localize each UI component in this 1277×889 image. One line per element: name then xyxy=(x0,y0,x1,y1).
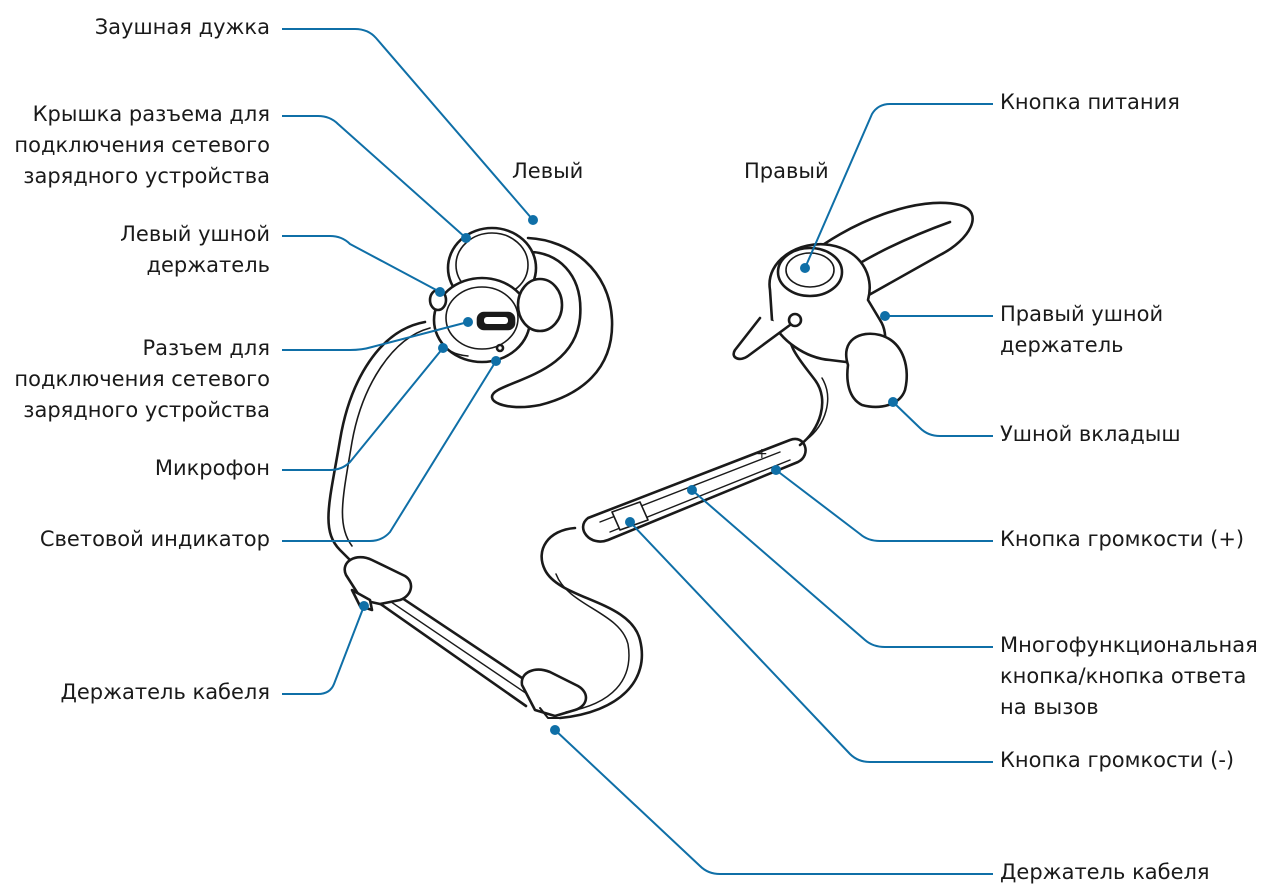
label-power-button: Кнопка питания xyxy=(1000,87,1180,118)
right-side-label: Правый xyxy=(744,156,829,187)
label-left-ear-holder: Левый ушной держатель xyxy=(120,219,270,281)
label-right-ear-holder: Правый ушной держатель xyxy=(1000,299,1163,361)
label-ear-hook: Заушная дужка xyxy=(95,12,270,43)
label-volume-up: Кнопка громкости (+) xyxy=(1000,524,1244,555)
right-ear-tip xyxy=(846,334,907,407)
label-charger-connector: Разъем для подключения сетевого зарядног… xyxy=(14,333,270,426)
label-volume-down: Кнопка громкости (-) xyxy=(1000,745,1234,776)
label-cable-holder-left: Держатель кабеля xyxy=(60,677,270,708)
left-side-label: Левый xyxy=(512,156,583,187)
label-ear-tip: Ушной вкладыш xyxy=(1000,419,1181,450)
label-charger-connector-cover: Крышка разъема для подключения сетевого … xyxy=(14,99,270,192)
left-cable-inner xyxy=(342,328,430,546)
label-indicator-light: Световой индикатор xyxy=(40,524,270,555)
bottom-cable-holder xyxy=(522,670,586,716)
label-multifunction-button: Многофункциональная кнопка/кнопка ответа… xyxy=(1000,630,1258,723)
left-cable xyxy=(328,322,425,572)
label-microphone: Микрофон xyxy=(155,453,270,484)
svg-text:+: + xyxy=(756,446,768,462)
label-cable-holder-bottom: Держатель кабеля xyxy=(1000,857,1210,888)
